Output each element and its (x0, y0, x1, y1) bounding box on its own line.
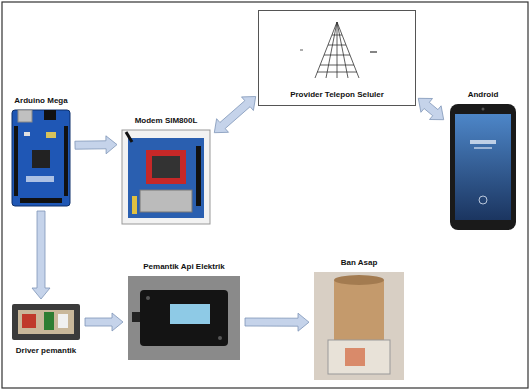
component-label: Ban Asap (340, 258, 379, 268)
component-label: Driver pemantik (15, 346, 77, 356)
component-label: Arduino Mega (13, 96, 68, 106)
block-arrow (245, 313, 309, 331)
smoke-tube (314, 272, 404, 380)
component-label: Modem SIM800L (134, 116, 199, 126)
block-arrow (32, 211, 50, 299)
provider-box: Provider Telepon Seluler (258, 10, 416, 106)
modem-board (122, 130, 210, 224)
android-node: Android (446, 90, 520, 234)
arduino-node: Arduino Mega (10, 96, 72, 208)
tower-icon (300, 22, 377, 78)
lighter-node: Pemantik Api Elektrik (126, 262, 242, 362)
driver-board (12, 304, 80, 340)
component-label: Android (467, 90, 500, 100)
lighter-unit (128, 276, 240, 360)
block-arrow (85, 313, 123, 331)
block-arrow (214, 97, 255, 133)
smoke-node: Ban Asap (312, 258, 406, 384)
modem-node: Modem SIM800L (120, 116, 212, 226)
phone (450, 104, 516, 230)
block-arrow (418, 98, 443, 119)
block-arrow (75, 136, 117, 154)
component-label: Provider Telepon Seluler (289, 90, 385, 100)
component-label: Pemantik Api Elektrik (142, 262, 226, 272)
arduino-board (12, 110, 70, 206)
driver-node: Driver pemantik (10, 302, 82, 356)
